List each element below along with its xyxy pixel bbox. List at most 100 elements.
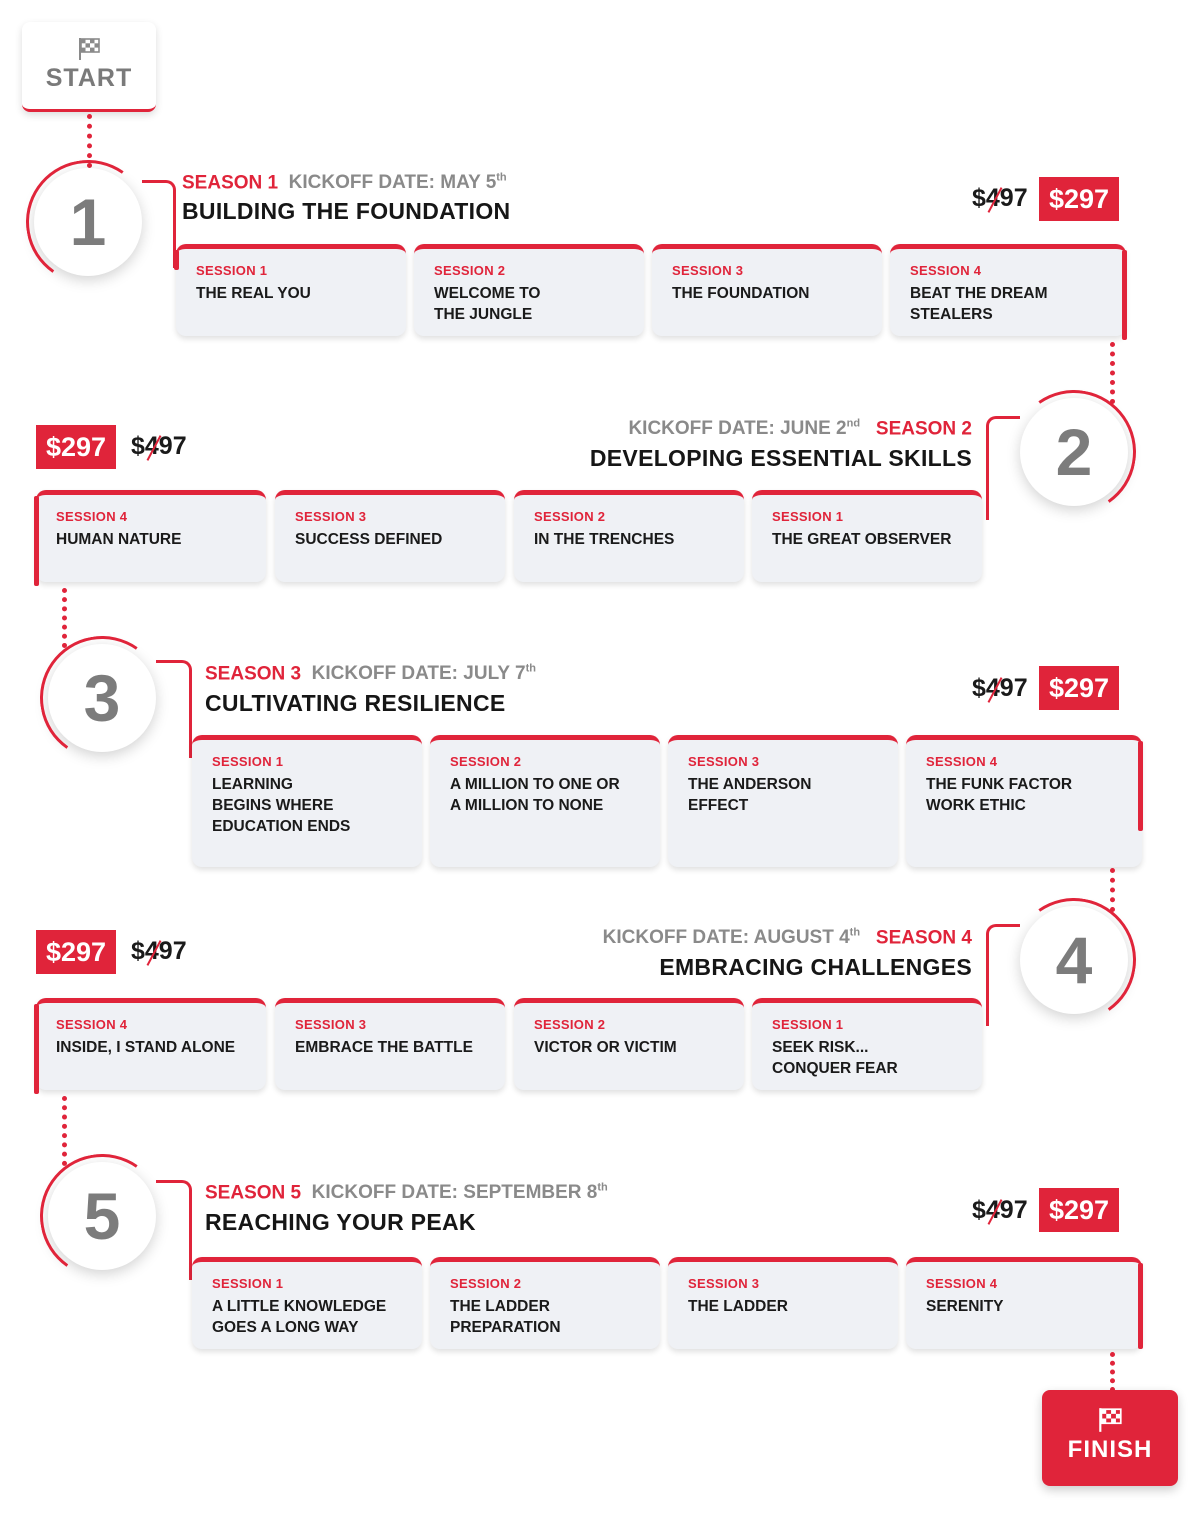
kickoff-date: KICKOFF DATE: SEPTEMBER 8th (311, 1182, 608, 1204)
season-number-badge: 1 (34, 168, 142, 276)
kickoff-date: KICKOFF DATE: MAY 5th (288, 172, 507, 194)
session-card: SESSION 1 THE REAL YOU (176, 244, 406, 336)
old-price: $497 (972, 1196, 1028, 1225)
session-title: THE GREAT OBSERVER (772, 531, 952, 548)
old-price: $497 (972, 184, 1028, 213)
season-kickoff-line: KICKOFF DATE: JUNE 2nd SEASON 2 (628, 418, 972, 440)
row-edge (1138, 741, 1143, 831)
session-card: SESSION 4 BEAT THE DREAM STEALERS (890, 244, 1126, 336)
session-card: SESSION 4 HUMAN NATURE (36, 490, 266, 582)
row-edge (34, 1004, 39, 1094)
session-title: BEAT THE DREAM STEALERS (910, 285, 1048, 323)
session-label: SESSION 2 (434, 263, 506, 278)
season-number-badge: 3 (48, 644, 156, 752)
session-card: SESSION 3 THE ANDERSON EFFECT (668, 735, 898, 867)
new-price: $297 (36, 425, 117, 469)
season-title: EMBRACING CHALLENGES (659, 954, 972, 980)
session-label: SESSION 1 (212, 1276, 284, 1291)
session-title: THE ANDERSON EFFECT (688, 776, 812, 814)
new-price: $297 (1039, 177, 1120, 221)
session-title: SUCCESS DEFINED (295, 531, 443, 548)
season-arc (30, 1144, 174, 1288)
session-title: THE REAL YOU (196, 285, 311, 302)
session-label: SESSION 3 (295, 509, 367, 524)
session-label: SESSION 1 (772, 1017, 844, 1032)
session-card: SESSION 2 VICTOR OR VICTIM (514, 998, 744, 1090)
season-label: SEASON 4 (875, 927, 972, 949)
connector-line (156, 660, 192, 758)
row-edge (34, 496, 39, 586)
path-dots (1110, 342, 1115, 404)
session-title: WELCOME TO THE JUNGLE (434, 285, 541, 323)
session-card: SESSION 4 THE FUNK FACTOR WORK ETHIC (906, 735, 1142, 867)
session-title: INSIDE, I STAND ALONE (56, 1039, 236, 1056)
path-dots (87, 114, 92, 168)
session-label: SESSION 4 (56, 509, 128, 524)
finish-marker: FINISH (1042, 1390, 1178, 1486)
season-kickoff-line: SEASON 1 KICKOFF DATE: MAY 5th (182, 172, 507, 194)
season-label: SEASON 2 (875, 418, 972, 440)
session-title: THE FOUNDATION (672, 285, 810, 302)
flag-icon (1099, 1408, 1122, 1432)
session-label: SESSION 3 (688, 754, 760, 769)
season-label: SEASON 5 (205, 1182, 302, 1204)
session-card: SESSION 3 THE FOUNDATION (652, 244, 882, 336)
season-label: SEASON 1 (182, 172, 279, 194)
session-title: THE LADDER PREPARATION (450, 1298, 561, 1336)
session-card: SESSION 4 SERENITY (906, 1257, 1142, 1349)
connector-line (156, 1180, 192, 1280)
connector-line (986, 416, 1020, 520)
session-card: SESSION 3 EMBRACE THE BATTLE (275, 998, 505, 1090)
season-number-badge: 5 (48, 1162, 156, 1270)
session-label: SESSION 1 (196, 263, 268, 278)
path-dots (1110, 868, 1115, 912)
session-title: HUMAN NATURE (56, 531, 182, 548)
row-edge (1138, 1263, 1143, 1349)
season-kickoff-line: KICKOFF DATE: AUGUST 4th SEASON 4 (603, 927, 972, 949)
path-dots (62, 588, 67, 648)
old-price: $497 (972, 674, 1028, 703)
session-label: SESSION 4 (926, 754, 998, 769)
session-label: SESSION 3 (295, 1017, 367, 1032)
session-card: SESSION 2 IN THE TRENCHES (514, 490, 744, 582)
season-title: CULTIVATING RESILIENCE (205, 690, 506, 716)
season-arc (1002, 888, 1146, 1032)
session-title: THE FUNK FACTOR WORK ETHIC (926, 776, 1073, 814)
session-label: SESSION 1 (212, 754, 284, 769)
session-card: SESSION 4 INSIDE, I STAND ALONE (36, 998, 266, 1090)
session-card: SESSION 2 A MILLION TO ONE OR A MILLION … (430, 735, 660, 867)
season-title: BUILDING THE FOUNDATION (182, 198, 511, 224)
session-title: SEEK RISK... CONQUER FEAR (772, 1039, 898, 1077)
session-label: SESSION 2 (534, 1017, 606, 1032)
session-label: SESSION 1 (772, 509, 844, 524)
kickoff-date: KICKOFF DATE: AUGUST 4th (602, 927, 861, 949)
session-card: SESSION 3 THE LADDER (668, 1257, 898, 1349)
season-number-badge: 2 (1020, 398, 1128, 506)
session-title: EMBRACE THE BATTLE (295, 1039, 473, 1056)
session-card: SESSION 1 LEARNING BEGINS WHERE EDUCATIO… (192, 735, 422, 867)
start-marker: START (22, 22, 156, 112)
session-card: SESSION 1 SEEK RISK... CONQUER FEAR (752, 998, 982, 1090)
season-kickoff-line: SEASON 5 KICKOFF DATE: SEPTEMBER 8th (205, 1182, 608, 1204)
season-number-badge: 4 (1020, 906, 1128, 1014)
session-title: A MILLION TO ONE OR A MILLION TO NONE (450, 776, 620, 814)
old-price: $497 (131, 937, 187, 966)
connector-line (986, 924, 1020, 1026)
kickoff-date: KICKOFF DATE: JUNE 2nd (628, 418, 861, 440)
session-card: SESSION 1 A LITTLE KNOWLEDGE GOES A LONG… (192, 1257, 422, 1349)
new-price: $297 (1039, 1188, 1120, 1232)
new-price: $297 (1039, 666, 1120, 710)
season-title: REACHING YOUR PEAK (205, 1209, 476, 1235)
flag-icon (79, 38, 100, 60)
start-label: START (45, 64, 133, 92)
session-label: SESSION 2 (450, 754, 522, 769)
season-kickoff-line: SEASON 3 KICKOFF DATE: JULY 7th (205, 663, 536, 685)
season-label: SEASON 3 (205, 663, 302, 685)
session-label: SESSION 3 (688, 1276, 760, 1291)
session-title: LEARNING BEGINS WHERE EDUCATION ENDS (212, 776, 351, 835)
session-card: SESSION 1 THE GREAT OBSERVER (752, 490, 982, 582)
season-arc (16, 150, 160, 294)
session-label: SESSION 2 (450, 1276, 522, 1291)
session-title: A LITTLE KNOWLEDGE GOES A LONG WAY (212, 1298, 387, 1336)
row-edge (174, 250, 179, 270)
